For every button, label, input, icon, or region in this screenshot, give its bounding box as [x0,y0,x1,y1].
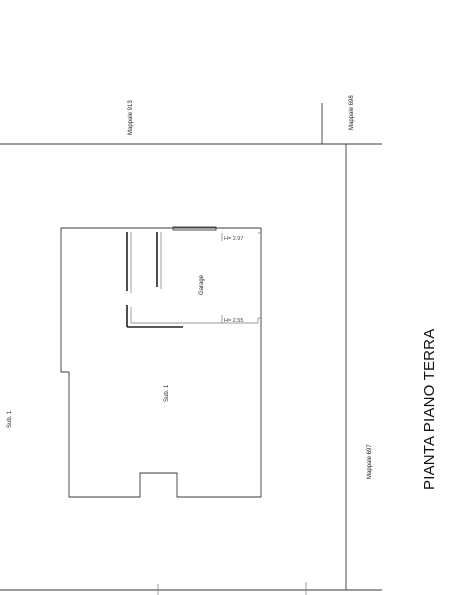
label-mappale-697: Mappale 697 [367,444,373,479]
garage-walls [126,226,261,328]
property-boundaries [0,103,382,595]
label-height-mid: H= 2.55 [224,318,243,324]
building-perimeter [60,227,262,498]
window-top [172,226,217,231]
label-sub1-inside: Sub. 1 [164,384,170,402]
building-outline [60,227,262,498]
label-sub1-outside: Sub. 1 [7,410,13,428]
label-height-top: H= 2.97 [224,236,243,242]
label-garage: Garage [199,274,205,295]
label-mappale-913: Mappale 913 [128,100,134,135]
drawing-title: PIANTA PIANO TERRA [421,329,438,490]
label-mappale-698: Mappale 698 [349,95,355,130]
